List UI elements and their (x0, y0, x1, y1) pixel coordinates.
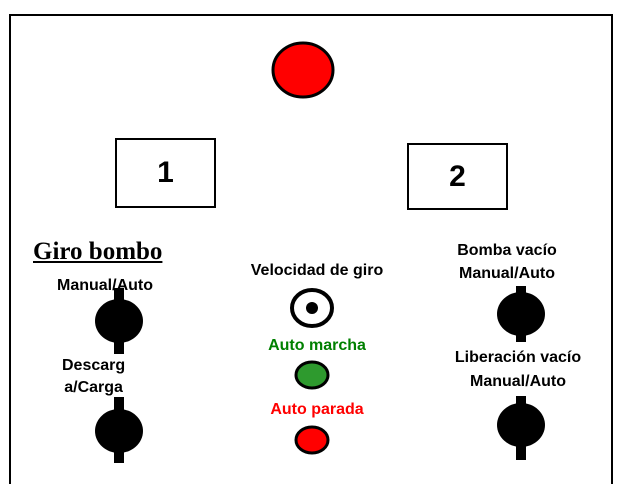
box-1: 1 (115, 138, 216, 208)
bomba-vacio-label-line2: Manual/Auto (459, 265, 555, 282)
box-1-label: 1 (157, 156, 174, 189)
auto-parada-label: Auto parada (270, 401, 364, 418)
bomba-vacio-switch-icon[interactable] (495, 286, 547, 342)
auto-marcha-light-icon (294, 360, 330, 390)
left-switch-bottom-label: Descarg a/Carga (62, 355, 125, 398)
emergency-stop-icon[interactable] (269, 41, 337, 101)
giro-bombo-switch-icon[interactable] (93, 288, 145, 354)
bomba-vacio-label-line1: Bomba vacío (457, 242, 557, 259)
bomba-vacio-label: Bomba vacío Manual/Auto (430, 240, 584, 284)
descarga-carga-switch-icon[interactable] (93, 397, 145, 463)
liberacion-vacio-label-line1: Liberación vacío (454, 349, 582, 366)
liberacion-vacio-label: Liberación vacío Manual/Auto (430, 347, 606, 392)
auto-marcha-label: Auto marcha (268, 337, 366, 354)
auto-parada-light-icon (294, 425, 330, 455)
velocidad-de-giro-label: Velocidad de giro (250, 262, 384, 279)
box-2-label: 2 (449, 159, 466, 193)
giro-bombo-title: Giro bombo (33, 238, 163, 265)
velocidad-de-giro-selector-icon[interactable] (289, 287, 335, 329)
liberacion-vacio-switch-icon[interactable] (495, 396, 547, 460)
liberacion-vacio-label-line2: Manual/Auto (470, 373, 566, 390)
left-switch-top-label: Manual/Auto (57, 277, 153, 294)
left-switch-bottom-label-line1: Descarg (62, 357, 126, 374)
box-2: 2 (407, 143, 508, 210)
left-switch-bottom-label-line2: a/Carga (64, 379, 123, 396)
